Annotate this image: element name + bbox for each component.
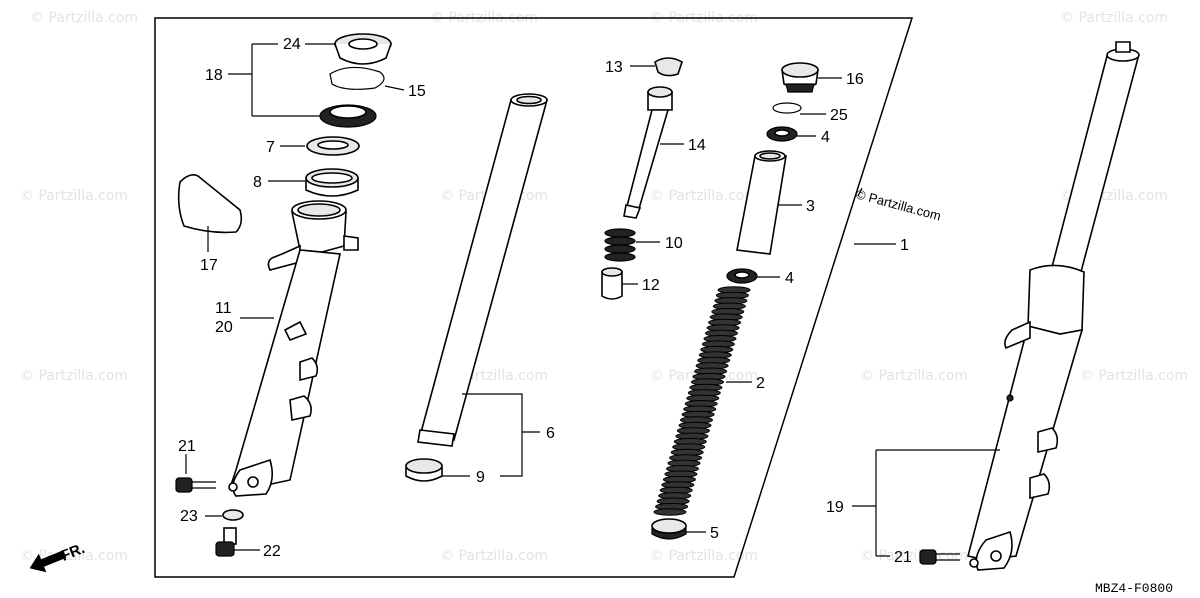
bolt-part	[175, 477, 216, 493]
callout-21: 21	[178, 438, 196, 455]
spacer-washer-part	[726, 268, 758, 284]
watermark: © Partzilla.com	[440, 548, 548, 564]
dust-seal-part	[334, 33, 392, 65]
callout-25: 25	[830, 107, 848, 124]
assembly-frame	[154, 17, 914, 578]
callout-6: 6	[546, 425, 555, 442]
fork-pipe-bushing-part	[405, 458, 443, 482]
callout-22: 22	[263, 543, 281, 560]
watermark: © Partzilla.com	[1060, 10, 1168, 26]
leader-lines	[185, 43, 1000, 557]
watermark: © Partzilla.com	[650, 188, 758, 204]
callout-16: 16	[846, 71, 864, 88]
spacer-washer-part	[766, 126, 798, 142]
callout-14: 14	[688, 137, 706, 154]
oil-seal-part	[319, 104, 377, 128]
watermark: © Partzilla.com	[30, 10, 138, 26]
callout-3: 3	[806, 198, 815, 215]
callout-5: 5	[710, 525, 719, 542]
callout-labels: 24 18 15 7 8 17 11 20 21 23 22 6 9 13 14…	[178, 36, 912, 566]
callout-12: 12	[642, 277, 660, 294]
stopper-ring-part	[329, 66, 385, 90]
diagram-code: MBZ4-F0800	[1095, 581, 1173, 596]
callout-17: 17	[200, 257, 218, 274]
fork-bolt-part	[781, 62, 819, 93]
fork-bottom-piece-part	[651, 518, 687, 540]
callout-24: 24	[283, 36, 301, 53]
copyright-label: © Partzilla.com	[854, 186, 943, 223]
watermark: © Partzilla.com	[20, 368, 128, 384]
bolt-part	[919, 549, 960, 565]
callout-10: 10	[665, 235, 683, 252]
callout-21: 21	[894, 549, 912, 566]
callout-15: 15	[408, 83, 426, 100]
socket-bolt-part	[215, 527, 237, 557]
front-arrow-icon	[29, 550, 67, 573]
spring-coil	[653, 508, 687, 516]
piston-ring-part	[654, 57, 683, 77]
assembled-front-fork	[967, 41, 1140, 571]
slider-bushing-part	[305, 168, 359, 197]
watermark: © Partzilla.com	[860, 368, 968, 384]
callout-8: 8	[253, 174, 262, 191]
watermark: © Partzilla.com	[1080, 368, 1188, 384]
callout-11: 11	[215, 300, 232, 317]
callout-7: 7	[266, 139, 275, 156]
spring-collar-part	[736, 150, 787, 255]
backup-ring-part	[306, 136, 360, 156]
oil-lock-piece-part	[601, 267, 623, 300]
callout-23: 23	[180, 508, 198, 525]
washer-part	[222, 509, 244, 521]
callout-20: 20	[215, 319, 233, 336]
callout-2: 2	[756, 375, 765, 392]
callout-4: 4	[821, 129, 830, 146]
rebound-spring-part	[604, 228, 636, 262]
callout-18: 18	[205, 67, 223, 84]
watermark: © Partzilla.com	[20, 188, 128, 204]
callout-19: 19	[826, 499, 844, 516]
fork-slider-body	[228, 200, 359, 497]
o-ring-part	[772, 102, 802, 114]
callout-13: 13	[605, 59, 623, 76]
fork-piston-part	[623, 86, 673, 219]
callout-9: 9	[476, 469, 485, 486]
fork-spring-part	[653, 286, 751, 516]
callout-4: 4	[785, 270, 794, 287]
fork-pipe-part	[417, 93, 549, 447]
watermark: © Partzilla.com	[650, 548, 758, 564]
callout-1: 1	[900, 237, 909, 254]
fork-guard-part	[177, 174, 243, 234]
